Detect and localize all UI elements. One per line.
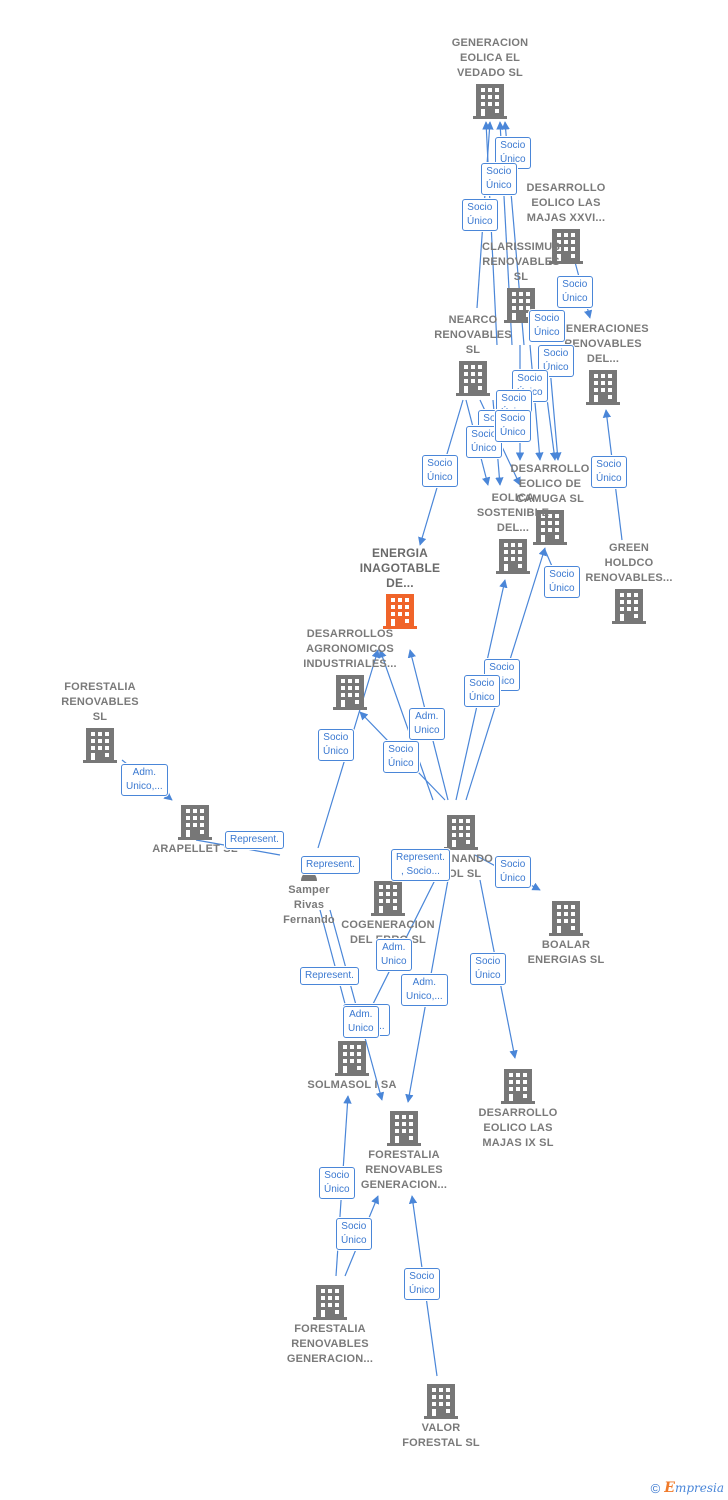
company-node-nearco[interactable]: NEARCO RENOVABLES SL: [403, 313, 543, 396]
node-label: FORESTALIA RENOVABLES GENERACION...: [360, 1149, 448, 1191]
edge-line: [378, 649, 434, 801]
edge-label[interactable]: Socio Único: [422, 455, 458, 487]
copyright-icon: ©: [650, 1480, 661, 1496]
edge-label[interactable]: Represent. , Socio...: [391, 849, 450, 881]
node-label: GENERACION EOLICA EL VEDADO SL: [451, 37, 529, 79]
edge-label[interactable]: Adm. Unico,...: [121, 764, 168, 796]
building-icon: [424, 1384, 458, 1419]
node-label: GENERACIONES RENOVABLES DEL...: [557, 323, 649, 365]
node-label: SOLMASOL I SA: [307, 1079, 397, 1091]
node-label: FORESTALIA RENOVABLES GENERACION...: [286, 1323, 374, 1365]
edge-label[interactable]: Represent.: [301, 856, 360, 874]
company-node-clarissimus[interactable]: CLARISSIMUS RENOVABLES SL: [451, 240, 591, 323]
edge-line: [482, 121, 498, 346]
node-label: DESARROLLO EOLICO DE CAMUGA SL: [510, 463, 590, 505]
edge-label[interactable]: Socio Único: [336, 1218, 372, 1250]
person-icon: [301, 872, 317, 881]
building-icon: [586, 370, 620, 405]
building-icon: [612, 589, 646, 624]
edge-label[interactable]: Socio Único: [466, 426, 502, 458]
node-label: VALOR FORESTAL SL: [402, 1422, 480, 1449]
company-node-energia-inagotable[interactable]: ENERGIA INAGOTABLE DE...: [330, 546, 470, 629]
edge-line: [529, 344, 544, 461]
edge-label[interactable]: Socio Único: [404, 1268, 440, 1300]
node-label: FORESTALIA RENOVABLES SL: [61, 681, 139, 723]
edge-label[interactable]: Represent.: [300, 967, 359, 985]
company-node-arapellet[interactable]: ARAPELLET SL: [125, 804, 265, 857]
edge-label[interactable]: Socio Único: [462, 199, 498, 231]
building-icon: [83, 728, 117, 763]
company-node-valor-forestal[interactable]: VALOR FORESTAL SL: [371, 1383, 511, 1451]
edge-label[interactable]: Socio Único: [529, 310, 565, 342]
edge-label[interactable]: Socio Único: [591, 456, 627, 488]
edge-label[interactable]: Adm. Unico: [343, 1006, 379, 1038]
edge-label[interactable]: Socio Único: [481, 163, 517, 195]
company-node-boalar[interactable]: BOALAR ENERGIAS SL: [496, 900, 636, 968]
building-icon: [549, 229, 583, 264]
edge-label[interactable]: Socio Único: [557, 276, 593, 308]
edge-label[interactable]: Adm. Unico: [409, 708, 445, 740]
node-label: Samper Rivas Fernando: [283, 884, 335, 926]
company-node-forestalia-gen1[interactable]: FORESTALIA RENOVABLES GENERACION...: [334, 1110, 474, 1193]
building-icon: [178, 805, 212, 840]
building-icon: [383, 594, 417, 629]
edge-label[interactable]: Adm. Unico: [376, 939, 412, 971]
company-node-eolica-sostenible[interactable]: EOLICA SOSTENIBLE DEL...: [443, 491, 583, 574]
building-icon: [444, 815, 478, 850]
node-label: DESARROLLO EOLICO LAS MAJAS IX SL: [478, 1107, 558, 1149]
building-icon: [473, 84, 507, 119]
company-node-des-campo-muga[interactable]: DESARROLLO EOLICO DE CAMUGA SL: [480, 462, 620, 545]
edge-label[interactable]: Represent.: [225, 831, 284, 849]
company-node-des-agronomicos[interactable]: DESARROLLOS AGRONOMICOS INDUSTRIALES...: [280, 627, 420, 710]
brand-logo[interactable]: Empresia: [664, 1480, 724, 1496]
node-label: BOALAR ENERGIAS SL: [527, 939, 605, 966]
building-icon: [501, 1069, 535, 1104]
company-node-des-majas-xxvi[interactable]: DESARROLLO EOLICO LAS MAJAS XXVI...: [496, 181, 636, 264]
company-node-cogeneracion[interactable]: COGENERACION DEL EBRO SL: [318, 880, 458, 948]
company-node-green-holdco[interactable]: GREEN HOLDCO RENOVABLES...: [559, 541, 699, 624]
node-label: NEARCO RENOVABLES SL: [434, 314, 512, 356]
edge-label[interactable]: Socio Único: [318, 729, 354, 761]
node-label: EOLICA SOSTENIBLE DEL...: [476, 492, 550, 534]
company-node-generaciones[interactable]: GENERACIONES RENOVABLES DEL...: [533, 322, 673, 405]
building-icon: [313, 1285, 347, 1320]
building-icon: [371, 881, 405, 916]
company-node-samper[interactable]: Samper Rivas Fernando: [239, 867, 379, 928]
building-icon: [533, 510, 567, 545]
edge-label[interactable]: Socio Único: [544, 566, 580, 598]
building-icon: [387, 1111, 421, 1146]
edge-label[interactable]: Socio Único: [470, 953, 506, 985]
node-label: GREEN HOLDCO RENOVABLES...: [585, 542, 673, 584]
building-icon: [333, 675, 367, 710]
node-label: DESARROLLOS AGRONOMICOS INDUSTRIALES...: [303, 628, 397, 670]
edge-label[interactable]: Socio Único: [495, 410, 531, 442]
node-label: ENERGIA INAGOTABLE DE...: [359, 546, 441, 590]
building-icon: [496, 539, 530, 574]
company-node-forestalia-gen2[interactable]: FORESTALIA RENOVABLES GENERACION...: [260, 1284, 400, 1367]
edge-label[interactable]: Socio Único: [495, 856, 531, 888]
footer-brand: © Empresia: [651, 1480, 724, 1496]
node-label: DESARROLLO EOLICO LAS MAJAS XXVI...: [526, 182, 606, 224]
company-node-gen-eolica-vedado[interactable]: GENERACION EOLICA EL VEDADO SL: [420, 36, 560, 119]
company-node-forestalia-sl[interactable]: FORESTALIA RENOVABLES SL: [30, 680, 170, 763]
building-icon: [335, 1041, 369, 1076]
edge-label[interactable]: Adm. Unico,...: [401, 974, 448, 1006]
building-icon: [456, 361, 490, 396]
edge-label[interactable]: Socio Único: [319, 1167, 355, 1199]
edge-label[interactable]: Socio Único: [464, 675, 500, 707]
company-node-solmasol[interactable]: SOLMASOL I SA: [282, 1040, 422, 1093]
node-label: CLARISSIMUS RENOVABLES SL: [482, 241, 560, 283]
company-node-des-majas-ix[interactable]: DESARROLLO EOLICO LAS MAJAS IX SL: [448, 1068, 588, 1151]
building-icon: [549, 901, 583, 936]
edge-label[interactable]: Socio Único: [383, 741, 419, 773]
